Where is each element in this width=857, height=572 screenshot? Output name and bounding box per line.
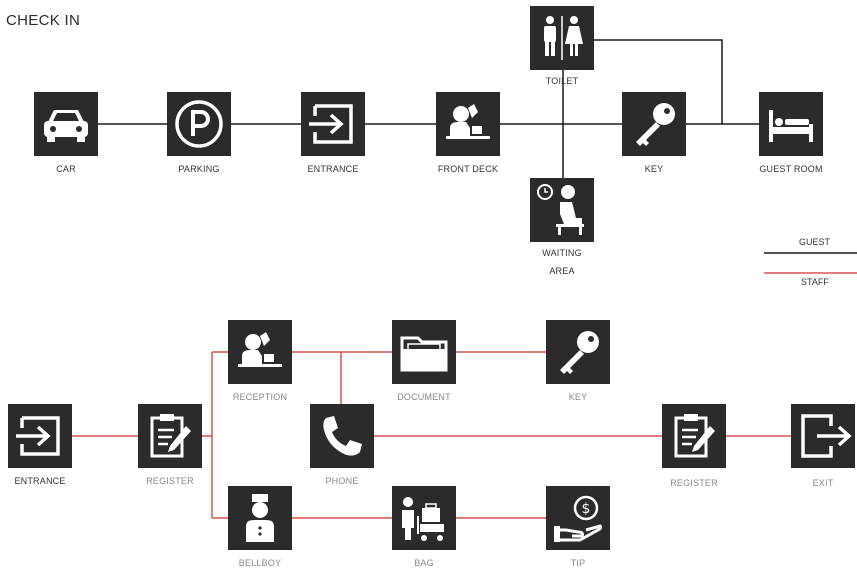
- exit-node: [791, 404, 855, 468]
- car-node: [34, 92, 98, 156]
- toilet-icon: [544, 16, 583, 60]
- tip-node: $: [546, 486, 610, 550]
- guest-room-node: [759, 92, 823, 156]
- key-icon: [560, 331, 599, 374]
- phone-node: [310, 404, 374, 468]
- entrance-icon: [309, 104, 353, 144]
- bag-label: BAG: [414, 558, 434, 568]
- exit-icon: [801, 414, 852, 458]
- car-label: CAR: [56, 164, 76, 174]
- entrance-icon: [16, 416, 60, 456]
- bellboy-icon: [246, 494, 274, 542]
- waiting-area-node: [530, 178, 594, 242]
- register-label-2: REGISTER: [670, 478, 718, 488]
- clipboard-icon: [150, 414, 191, 458]
- bag-node: [392, 486, 456, 550]
- bed-icon: [769, 110, 813, 142]
- front-desk-node: [436, 92, 500, 156]
- clipboard-icon: [674, 414, 715, 458]
- register-node-1: [138, 404, 202, 468]
- front-desk-icon: [446, 104, 490, 139]
- toilet-node: [530, 6, 594, 70]
- key-label: KEY: [644, 164, 664, 174]
- exit-label: EXIT: [812, 478, 834, 488]
- staff-entrance-label: ENTRANCE: [14, 476, 66, 486]
- parking-icon: [175, 100, 223, 148]
- reception-node: [228, 320, 292, 384]
- tip-label: TIP: [570, 558, 586, 568]
- svg-text:$: $: [582, 501, 591, 517]
- register-label-1: REGISTER: [146, 476, 194, 486]
- waiting-area-icon: [537, 184, 584, 235]
- legend-staff-label: STAFF: [801, 277, 829, 287]
- phone-icon: [323, 416, 362, 456]
- entrance-label: ENTRANCE: [307, 164, 359, 174]
- diagram-title: CHECK IN: [6, 12, 81, 29]
- waiting-area-label-1: WAITING: [542, 248, 582, 258]
- folder-icon: [400, 336, 448, 372]
- register-node-2: [662, 404, 726, 468]
- bellboy-node: [228, 486, 292, 550]
- toilet-label: TOILET: [545, 76, 579, 86]
- key-node: [622, 92, 686, 156]
- parking-node: [167, 92, 231, 156]
- front-desk-label: FRONT DECK: [437, 164, 499, 174]
- tip-coin-icon: $: [554, 495, 603, 542]
- car-icon: [44, 110, 88, 142]
- reception-desk-icon: [238, 332, 282, 367]
- entrance-node: [301, 92, 365, 156]
- waiting-area-label-2: AREA: [549, 266, 575, 276]
- luggage-cart-icon: [402, 497, 444, 541]
- guest-room-label: GUEST ROOM: [759, 164, 823, 174]
- phone-label: PHONE: [325, 476, 359, 486]
- key-icon: [636, 103, 675, 146]
- document-node: [392, 320, 456, 384]
- legend-guest-label: GUEST: [799, 237, 831, 247]
- staff-entrance-node: [8, 404, 72, 468]
- document-label: DOCUMENT: [397, 392, 451, 402]
- reception-label: RECEPTION: [232, 392, 288, 402]
- staff-key-label: KEY: [568, 392, 588, 402]
- bellboy-label: BELLBOY: [238, 558, 282, 568]
- parking-label: PARKING: [178, 164, 220, 174]
- staff-key-node: [546, 320, 610, 384]
